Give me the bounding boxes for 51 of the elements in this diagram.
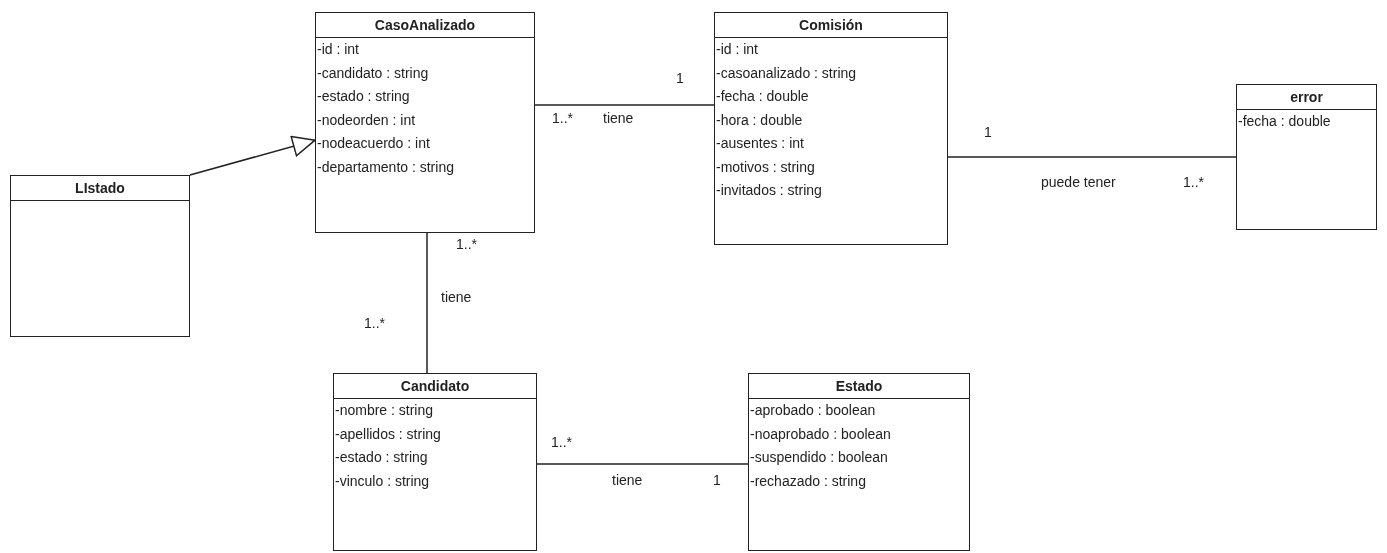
class-name: Comisión bbox=[715, 13, 947, 38]
attribute-text: -vinculo : string bbox=[334, 471, 430, 491]
attribute-text: -casoanalizado : string bbox=[715, 63, 857, 83]
attribute-text: -fecha : double bbox=[1237, 112, 1331, 131]
class-name: LIstado bbox=[11, 176, 189, 201]
class-box bbox=[714, 12, 948, 245]
edge-label: tiene bbox=[441, 289, 472, 305]
class-box bbox=[10, 175, 190, 337]
attribute-text: -suspendido : boolean bbox=[749, 448, 888, 467]
multiplicity-label: 1 bbox=[713, 472, 721, 488]
attribute-text: -hora : double bbox=[715, 110, 803, 130]
edge-label: puede tener bbox=[1041, 174, 1116, 190]
generalization-arrow bbox=[189, 135, 316, 176]
association-line bbox=[947, 156, 1237, 158]
attribute-text: -aprobado : boolean bbox=[749, 401, 876, 420]
class-box bbox=[315, 12, 535, 233]
attribute-text: -id : int bbox=[316, 40, 359, 59]
attribute-text: -nodeacuerdo : int bbox=[316, 134, 430, 153]
attribute-text: -candidato : string bbox=[316, 63, 429, 83]
edge-label: tiene bbox=[612, 472, 643, 488]
class-name: CasoAnalizado bbox=[316, 13, 534, 38]
association-line bbox=[536, 463, 749, 465]
attribute-text: -nodeorden : int bbox=[316, 110, 416, 130]
class-name: Candidato bbox=[334, 374, 536, 399]
attribute-text: -invitados : string bbox=[715, 181, 822, 200]
multiplicity-label: 1..* bbox=[552, 110, 573, 126]
attribute-text: -noaprobado : boolean bbox=[749, 424, 891, 444]
class-box bbox=[748, 373, 970, 551]
class-name: Estado bbox=[749, 374, 969, 399]
class-name: error bbox=[1237, 85, 1376, 110]
class-box bbox=[1236, 84, 1377, 230]
attribute-text: -id : int bbox=[715, 40, 758, 59]
edge-label: tiene bbox=[603, 110, 634, 126]
attribute-text: -fecha : double bbox=[715, 87, 809, 106]
multiplicity-label: 1 bbox=[984, 124, 992, 140]
attribute-text: -rechazado : string bbox=[749, 471, 866, 491]
attribute-text: -estado : string bbox=[334, 448, 428, 467]
multiplicity-label: 1..* bbox=[364, 315, 385, 331]
association-line bbox=[534, 104, 715, 106]
multiplicity-label: 1..* bbox=[456, 236, 477, 252]
multiplicity-label: 1 bbox=[676, 70, 684, 86]
multiplicity-label: 1..* bbox=[551, 434, 572, 450]
attribute-text: -ausentes : int bbox=[715, 134, 804, 153]
attribute-text: -apellidos : string bbox=[334, 424, 441, 444]
attribute-text: -departamento : string bbox=[316, 157, 454, 177]
attribute-text: -motivos : string bbox=[715, 157, 815, 177]
attribute-text: -nombre : string bbox=[334, 401, 434, 420]
attribute-text: -estado : string bbox=[316, 87, 410, 106]
association-line bbox=[426, 232, 428, 374]
class-box bbox=[333, 373, 537, 551]
multiplicity-label: 1..* bbox=[1183, 174, 1204, 190]
